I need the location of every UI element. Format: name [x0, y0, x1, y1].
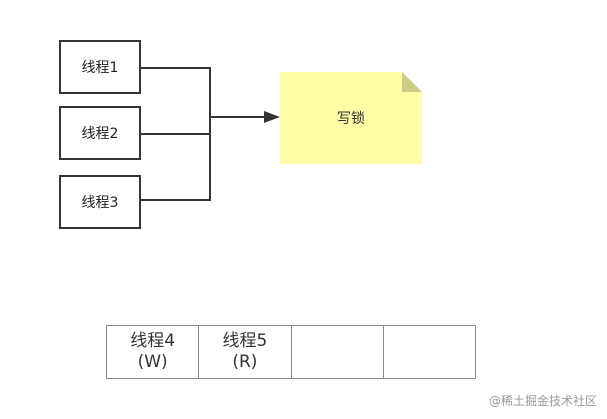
thread-box-3: 线程3 [59, 175, 141, 229]
queue-thread-name: 线程5 [222, 330, 268, 351]
waiting-queue: 线程4 (W) 线程5 (R) [106, 325, 476, 379]
arrow-head [264, 111, 280, 123]
queue-cell-1: 线程4 (W) [107, 326, 200, 378]
thread-label: 线程1 [81, 60, 119, 76]
write-lock-note [280, 72, 422, 164]
queue-cell-2: 线程5 (R) [199, 326, 292, 378]
thread-label: 线程2 [81, 126, 119, 142]
queue-thread-mode: (R) [232, 352, 258, 372]
thread-label: 线程3 [81, 195, 119, 211]
write-lock-label: 写锁 [337, 111, 365, 127]
thread-box-2: 线程2 [59, 106, 141, 160]
queue-cell-3 [292, 326, 384, 378]
thread-box-1: 线程1 [59, 40, 141, 94]
queue-cell-4 [384, 326, 475, 378]
queue-thread-mode: (W) [137, 352, 168, 372]
queue-thread-name: 线程4 [130, 330, 176, 351]
watermark: @稀土掘金技术社区 [488, 394, 597, 408]
